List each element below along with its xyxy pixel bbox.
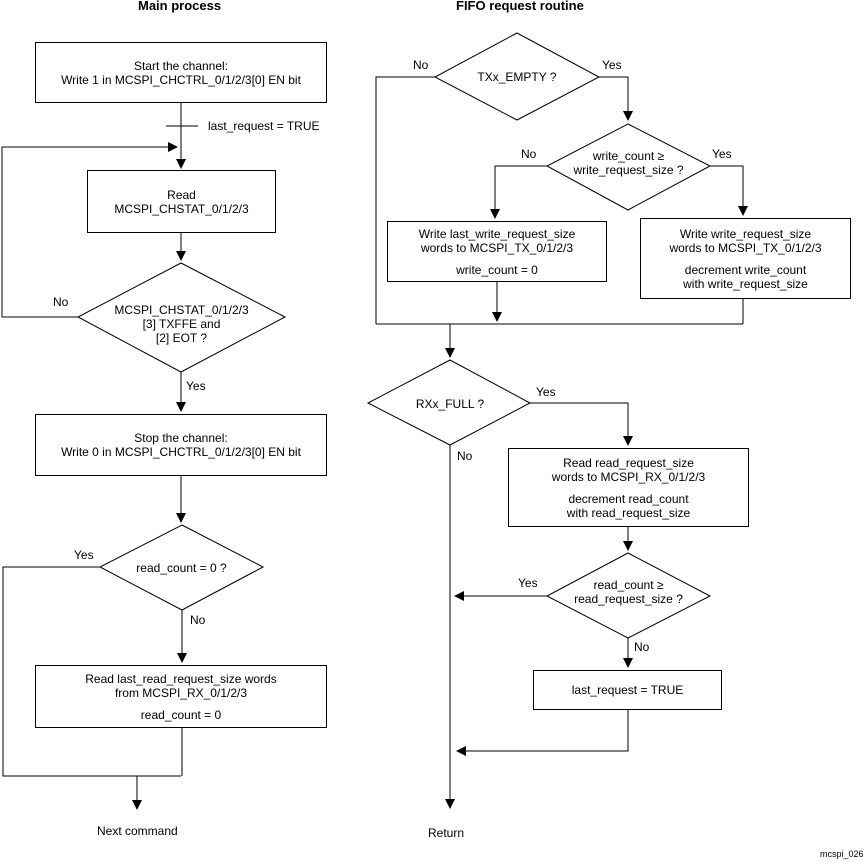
chstat-no-label: No bbox=[53, 295, 69, 309]
read-count-ge-yes-label: Yes bbox=[518, 576, 538, 590]
text-line: decrement write_count bbox=[684, 262, 807, 277]
read-count-ge-no-label: No bbox=[634, 640, 650, 654]
text-line: words to MCSPI_TX_0/1/2/3 bbox=[420, 240, 574, 255]
rx-full-yes-label: Yes bbox=[536, 385, 556, 399]
text-line: MCSPI_CHSTAT_0/1/2/3 bbox=[114, 201, 249, 216]
text-line: write_request_size ? bbox=[573, 163, 684, 177]
last-request-true-box: last_request = TRUE bbox=[533, 670, 722, 710]
write-request-box: Write write_request_size words to MCSPI_… bbox=[640, 218, 851, 299]
text-line: [2] EOT ? bbox=[155, 331, 208, 345]
text-line: Write 0 in MCSPI_CHCTRL_0/1/2/3[0] EN bi… bbox=[61, 445, 301, 459]
last-request-note: last_request = TRUE bbox=[208, 119, 320, 133]
text-line: read_count = 0 ? bbox=[136, 561, 227, 575]
text-line: Read read_request_size bbox=[563, 455, 694, 470]
text-line: TXx_EMPTY ? bbox=[477, 70, 557, 84]
next-command-label: Next command bbox=[97, 824, 178, 838]
text-line: Start the channel: bbox=[133, 58, 229, 73]
text-line: Write write_request_size bbox=[679, 226, 812, 241]
stop-channel-box: Stop the channel: Write 0 in MCSPI_CHCTR… bbox=[35, 414, 327, 476]
read-last-request-box: Read last_read_request_size words from M… bbox=[35, 665, 327, 728]
fifo-routine-title: FIFO request routine bbox=[456, 0, 584, 13]
text-line: words to MCSPI_RX_0/1/2/3 bbox=[551, 469, 706, 484]
chstat-decision-diamond: MCSPI_CHSTAT_0/1/2/3 [3] TXFFE and [2] E… bbox=[78, 303, 285, 345]
write-last-request-box: Write last_write_request_size words to M… bbox=[387, 221, 607, 282]
text-line: read_count ≥ bbox=[593, 578, 664, 592]
tx-empty-no-label: No bbox=[413, 58, 429, 72]
read-count-no-label: No bbox=[190, 613, 206, 627]
read-count-ge-decision-diamond: read_count ≥ read_request_size ? bbox=[547, 578, 710, 606]
text-group: Write write_request_size words to MCSPI_… bbox=[669, 227, 821, 255]
tx-empty-yes-label: Yes bbox=[602, 58, 622, 72]
figure-id-label: mcspi_026 bbox=[820, 849, 863, 859]
text-line: Stop the channel: bbox=[134, 431, 228, 445]
text-line: with write_request_size bbox=[683, 276, 808, 291]
text-line: RXx_FULL ? bbox=[415, 397, 485, 411]
write-count-no-label: No bbox=[521, 147, 537, 161]
text-group: Write last_write_request_size words to M… bbox=[419, 227, 576, 255]
text-group: Read read_request_size words to MCSPI_RX… bbox=[552, 456, 705, 484]
text-line: decrement read_count bbox=[568, 491, 689, 506]
text-group: Read last_read_request_size words from M… bbox=[85, 672, 276, 700]
text-line: with read_request_size bbox=[566, 505, 691, 520]
text-line: Read bbox=[167, 187, 196, 202]
text-line: Write last_write_request_size bbox=[418, 226, 576, 241]
text-group: read_count = 0 bbox=[141, 708, 221, 722]
read-count-decision-diamond: read_count = 0 ? bbox=[100, 561, 263, 575]
text-line: [3] TXFFE and bbox=[142, 317, 221, 331]
tx-empty-decision-diamond: TXx_EMPTY ? bbox=[435, 70, 599, 84]
read-request-box: Read read_request_size words to MCSPI_RX… bbox=[508, 448, 749, 527]
text-line: Read last_read_request_size words bbox=[85, 671, 277, 686]
text-line: write_count = 0 bbox=[456, 262, 538, 277]
return-label: Return bbox=[428, 826, 465, 840]
text-line: last_request = TRUE bbox=[571, 683, 684, 697]
write-count-decision-diamond: write_count ≥ write_request_size ? bbox=[547, 149, 710, 177]
chstat-yes-label: Yes bbox=[186, 379, 206, 393]
text-line: read_request_size ? bbox=[574, 592, 683, 606]
rx-full-decision-diamond: RXx_FULL ? bbox=[368, 397, 532, 411]
write-count-yes-label: Yes bbox=[712, 147, 732, 161]
text-line: MCSPI_CHSTAT_0/1/2/3 bbox=[114, 303, 249, 317]
text-line: read_count = 0 bbox=[140, 707, 222, 722]
text-group: write_count = 0 bbox=[456, 263, 538, 277]
main-process-title: Main process bbox=[138, 0, 222, 13]
text-group: decrement write_count with write_request… bbox=[683, 263, 808, 291]
text-line: write_count ≥ bbox=[592, 149, 665, 163]
text-line: words to MCSPI_TX_0/1/2/3 bbox=[669, 240, 822, 255]
text-line: from MCSPI_RX_0/1/2/3 bbox=[114, 685, 248, 700]
read-chstat-box: Read MCSPI_CHSTAT_0/1/2/3 bbox=[87, 170, 276, 233]
read-count-yes-label: Yes bbox=[74, 548, 94, 562]
start-channel-box: Start the channel: Write 1 in MCSPI_CHCT… bbox=[35, 42, 327, 103]
text-group: decrement read_count with read_request_s… bbox=[567, 492, 690, 520]
rx-full-no-label: No bbox=[457, 449, 473, 463]
text-line: Write 1 in MCSPI_CHCTRL_0/1/2/3[0] EN bi… bbox=[61, 72, 301, 87]
